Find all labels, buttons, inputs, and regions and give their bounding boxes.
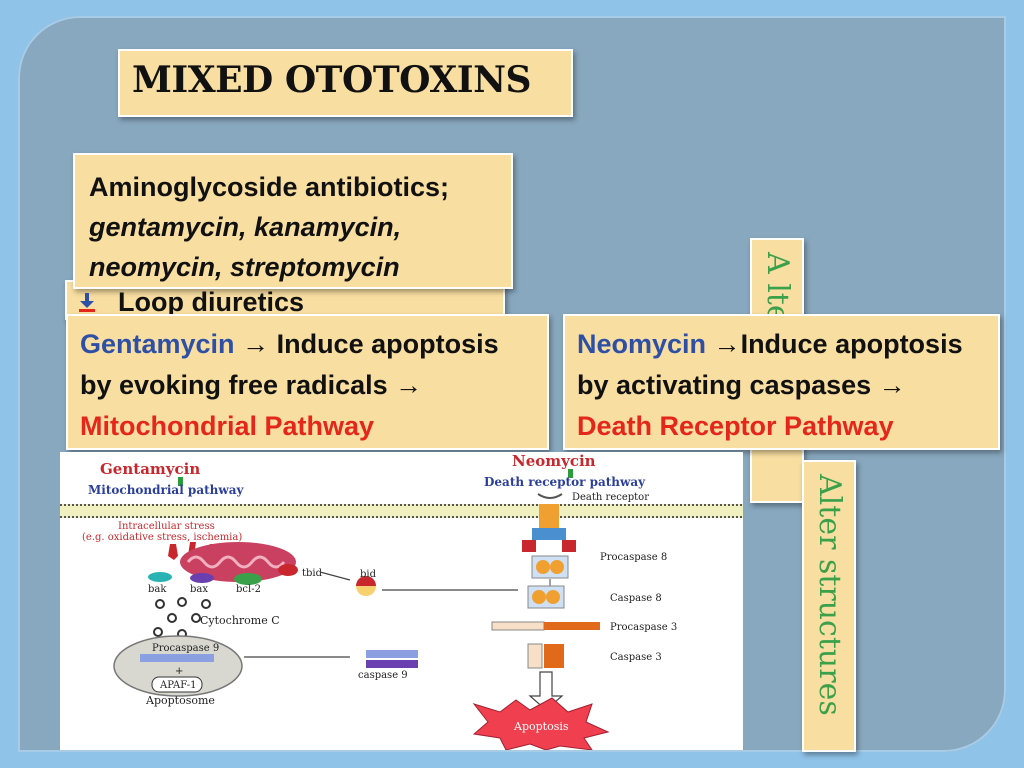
list-line-4: Loop diuretics (118, 287, 305, 317)
gentamycin-label: Gentamycin (80, 329, 235, 359)
apoptosome: Procaspase 9 + APAF-1 (113, 635, 243, 697)
mitochondrial-pathway-label: Mitochondrial Pathway (80, 411, 375, 441)
bax-protein (190, 573, 214, 583)
left-text-2: by evoking free radicals (80, 370, 388, 400)
right-text-1: Induce apoptosis (740, 329, 963, 359)
arrow-4: → (871, 370, 906, 400)
bak-label: bak (148, 584, 167, 595)
casp8-label: Caspase 8 (610, 593, 662, 604)
bcl2-label: bcl-2 (236, 584, 261, 595)
procaspase3-left (491, 621, 545, 631)
plus-label: + (175, 666, 183, 677)
casp3-label: Caspase 3 (610, 652, 662, 663)
bullet-arrow-icon (79, 293, 95, 312)
death-receptor (522, 493, 576, 552)
apoptosis-label: Apoptosis (513, 720, 569, 733)
fig-right-subtitle: Death receptor pathway (484, 475, 646, 489)
stress-label: Intracellular stress (118, 521, 215, 532)
caspase9-top (366, 650, 418, 658)
tbid-protein (278, 564, 298, 576)
pathway-diagram: Gentamycin Mitochondrial pathway Intrace… (60, 452, 743, 751)
caspase9-bottom (366, 660, 418, 668)
cell-membrane (60, 504, 743, 518)
apoptosis-pathway-figure: Gentamycin Mitochondrial pathway Intrace… (60, 452, 743, 751)
arrow-1: → (234, 329, 277, 359)
death-receptor-pathway-label: Death Receptor Pathway (577, 411, 894, 441)
apoptosome-label: Apoptosome (145, 694, 215, 707)
drug-list-box: Aminoglycoside antibiotics; gentamycin, … (73, 153, 513, 289)
caspase3-right (544, 644, 564, 668)
bax-label: bax (190, 584, 208, 595)
procasp8-label: Procaspase 8 (600, 552, 667, 563)
death-receptor-label: Death receptor (572, 492, 649, 503)
list-line-2: gentamycin, kanamycin, (89, 212, 402, 242)
apaf-label: APAF-1 (159, 680, 196, 691)
tbid-label: tbid (302, 568, 323, 579)
cytochrome-label: Cytochrome C (200, 614, 280, 627)
caspase3-left (527, 643, 543, 669)
list-line-3: neomycin, streptomycin (89, 252, 400, 282)
bid-label: bid (360, 569, 377, 580)
cytochrome-stars (153, 597, 211, 639)
side-label-card-2: Alter structures (802, 460, 856, 752)
procasp3-label: Procaspase 3 (610, 622, 677, 633)
side-label-2: Alter structures (812, 474, 847, 716)
arrow-3: → (706, 329, 741, 359)
procasp9-label: Procaspase 9 (152, 643, 219, 654)
arrow-2: → (387, 370, 423, 400)
procaspase3-right (544, 622, 600, 630)
neomycin-label: Neomycin (577, 329, 707, 359)
right-text-2: by activating caspases (577, 370, 872, 400)
drug-list: Aminoglycoside antibiotics; gentamycin, … (89, 167, 449, 287)
left-text-1: Induce apoptosis (276, 329, 499, 359)
stress-example: (e.g. oxidative stress, ischemia) (82, 532, 242, 543)
apoptosis-burst (472, 697, 610, 751)
drug-marker-right (568, 469, 573, 478)
bid-protein (356, 576, 376, 586)
bid-to-tbid-arrow (319, 571, 351, 581)
fig-left-subtitle: Mitochondrial pathway (88, 483, 244, 497)
gentamycin-mechanism-box: Gentamycin → Induce apoptosis by evoking… (66, 314, 549, 450)
list-line-1: Aminoglycoside antibiotics; (89, 172, 450, 202)
mitochondrion (180, 542, 296, 582)
bcl2-protein (234, 573, 262, 585)
bak-protein (148, 572, 172, 582)
drug-marker-left (178, 477, 183, 486)
neomycin-mechanism-box: Neomycin →Induce apoptosis by activating… (563, 314, 1000, 450)
title-box: MIXED OTOTOXINS (118, 49, 573, 117)
fig-left-title: Gentamycin (100, 460, 200, 478)
slide-title: MIXED OTOTOXINS (132, 59, 532, 101)
casp9-label: caspase 9 (358, 670, 408, 681)
fig-right-title: Neomycin (512, 452, 596, 470)
